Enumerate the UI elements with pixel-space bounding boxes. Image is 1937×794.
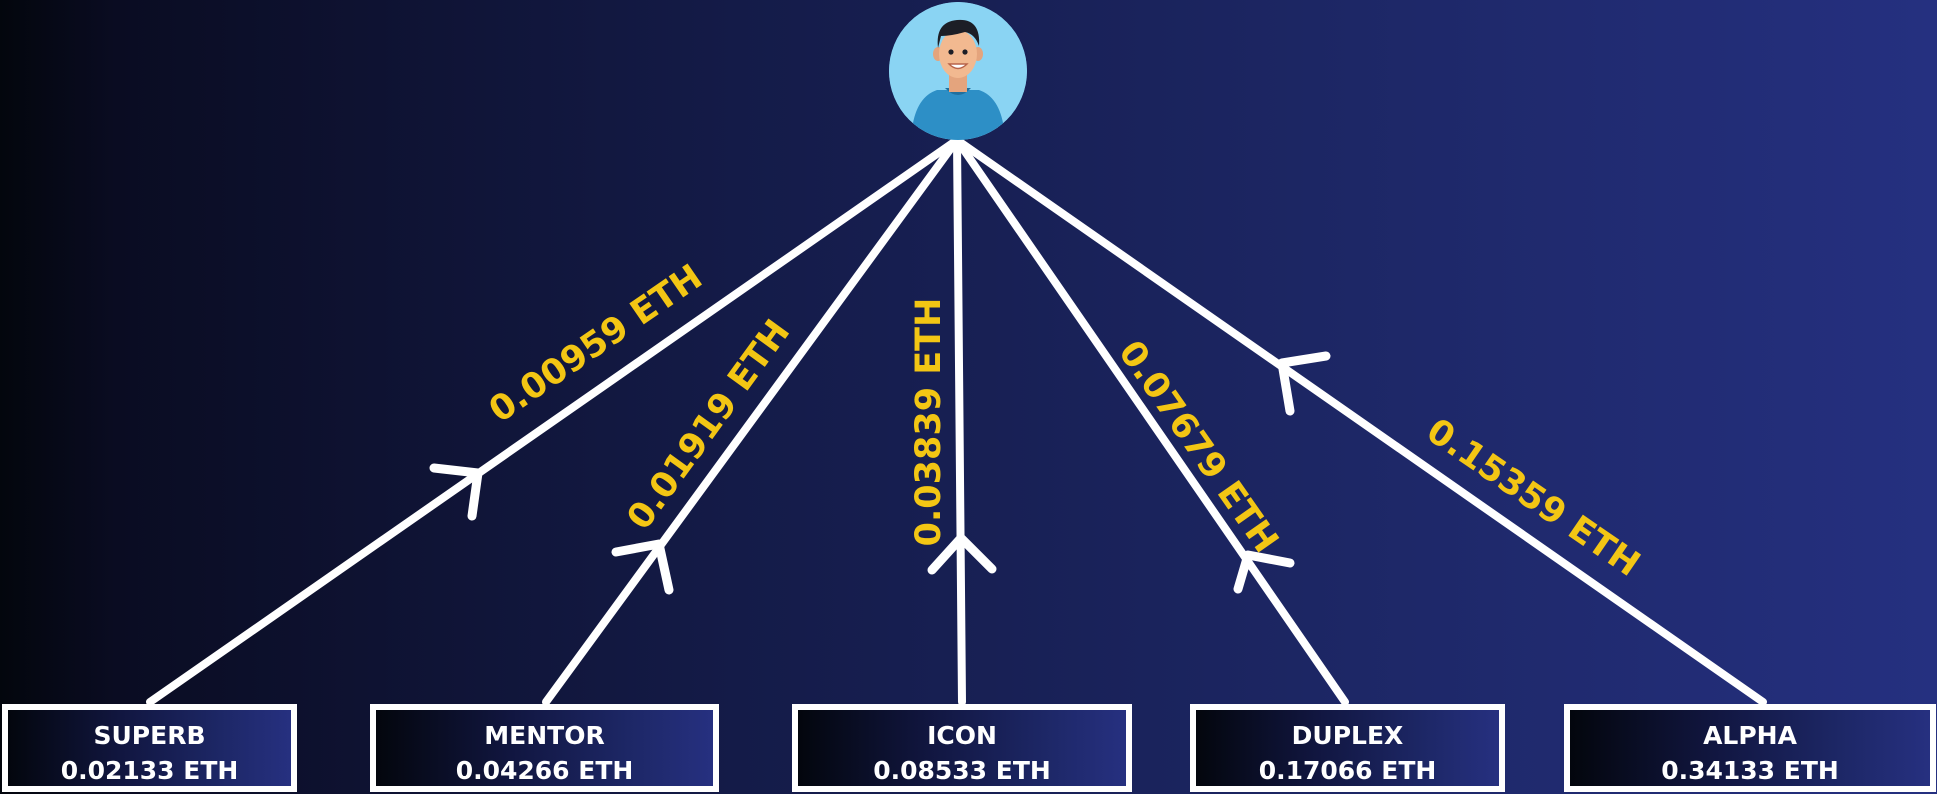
- user-avatar: [889, 2, 1027, 140]
- flow-line-duplex: [953, 136, 1349, 706]
- arrow-icon: [927, 533, 997, 575]
- node-name: MENTOR: [484, 721, 605, 750]
- node-value: 0.17066 ETH: [1258, 756, 1437, 785]
- flow-line-superb: [146, 136, 961, 706]
- node-value: 0.04266 ETH: [455, 756, 634, 785]
- flow-label-mentor: 0.01919 ETH: [620, 313, 799, 538]
- node-value: 0.02133 ETH: [60, 756, 239, 785]
- node-value: 0.08533 ETH: [873, 756, 1051, 785]
- arrow-icon: [429, 463, 483, 521]
- node-name: DUPLEX: [1291, 721, 1404, 750]
- node-name: ALPHA: [1703, 721, 1797, 750]
- arrow-icon: [611, 539, 674, 595]
- node-value: 0.34133 ETH: [1661, 756, 1839, 785]
- arrow-icon: [1277, 351, 1331, 416]
- flow-line-icon: [953, 136, 966, 706]
- node-mentor: MENTOR 0.04266 ETH: [370, 704, 719, 792]
- user-avatar-icon: [889, 2, 1027, 140]
- node-alpha: ALPHA 0.34133 ETH: [1564, 704, 1936, 792]
- arrow-icon: [1233, 550, 1295, 594]
- node-icon: ICON 0.08533 ETH: [792, 704, 1132, 792]
- flow-label-alpha: 0.15359 ETH: [1419, 411, 1647, 585]
- flow-line-mentor: [542, 136, 961, 706]
- node-duplex: DUPLEX 0.17066 ETH: [1190, 704, 1505, 792]
- flow-label-duplex: 0.07679 ETH: [1110, 334, 1285, 561]
- node-name: ICON: [927, 721, 997, 750]
- node-name: SUPERB: [93, 721, 206, 750]
- node-superb: SUPERB 0.02133 ETH: [2, 704, 297, 792]
- flow-line-alpha: [953, 136, 1767, 706]
- flow-label-superb: 0.00959 ETH: [482, 257, 710, 431]
- flow-label-icon: 0.03839 ETH: [909, 298, 949, 547]
